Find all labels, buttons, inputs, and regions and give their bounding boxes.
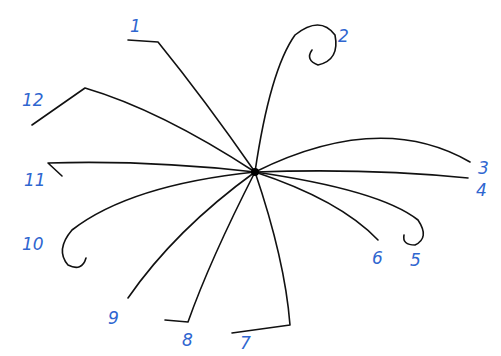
callout-number: 12 (22, 92, 44, 109)
line-2 (255, 25, 336, 172)
callout-number: 8 (182, 332, 193, 349)
line-11 (48, 162, 255, 176)
callout-number: 2 (338, 28, 349, 45)
callout-number: 5 (410, 252, 421, 269)
center-dot (251, 168, 259, 176)
callout-number: 10 (22, 236, 44, 253)
callout-number: 3 (478, 160, 489, 177)
callout-number: 6 (372, 250, 383, 267)
line-10 (62, 172, 255, 267)
callout-number: 9 (108, 310, 119, 327)
line-3 (255, 138, 470, 172)
line-1 (128, 40, 255, 172)
line-8 (165, 172, 255, 322)
callout-number: 4 (476, 182, 487, 199)
line-9 (128, 172, 255, 298)
line-12 (32, 88, 255, 172)
line-7 (232, 172, 290, 333)
callout-number: 11 (24, 172, 46, 189)
callout-number: 7 (240, 335, 251, 352)
callout-number: 1 (130, 18, 141, 35)
line-5 (255, 172, 423, 245)
